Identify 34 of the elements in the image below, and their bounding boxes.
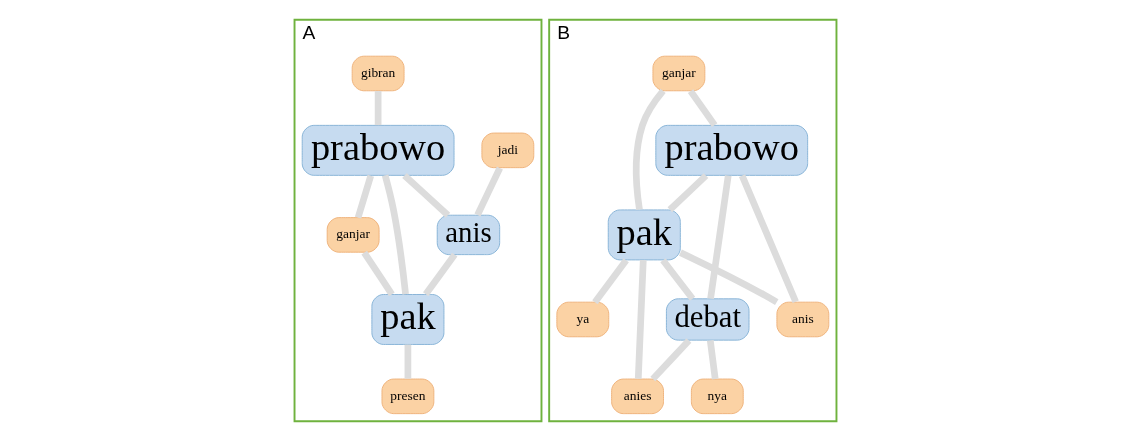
connector bbox=[667, 173, 709, 213]
connector bbox=[592, 258, 629, 305]
node-box: anies bbox=[611, 378, 664, 415]
node-box: pak bbox=[607, 209, 681, 261]
node-box: pak bbox=[371, 294, 445, 345]
connector bbox=[707, 175, 732, 300]
node-box: prabowo bbox=[655, 124, 809, 176]
node-box: ya bbox=[556, 301, 610, 338]
connector bbox=[354, 174, 374, 219]
node-box: anis bbox=[436, 214, 501, 256]
node-box: jadi bbox=[481, 132, 535, 169]
connector bbox=[402, 172, 451, 218]
node-box: ganjar bbox=[652, 55, 706, 92]
connector bbox=[706, 340, 719, 380]
connector bbox=[650, 338, 692, 382]
connector bbox=[474, 166, 503, 217]
connector bbox=[687, 89, 718, 128]
node-box: presen bbox=[381, 378, 435, 415]
connector bbox=[381, 174, 409, 295]
node-box: debat bbox=[665, 298, 750, 341]
connector bbox=[632, 88, 666, 211]
connector bbox=[404, 344, 412, 379]
node-box: ganjar bbox=[326, 217, 380, 253]
node-box: anis bbox=[776, 301, 830, 338]
connector bbox=[634, 259, 647, 379]
connector bbox=[738, 174, 799, 304]
connector bbox=[679, 249, 779, 306]
node-box: gibran bbox=[351, 55, 405, 92]
connector bbox=[423, 252, 458, 297]
connector bbox=[361, 250, 395, 297]
node-box: nya bbox=[690, 378, 744, 415]
connector bbox=[660, 258, 696, 301]
node-box: prabowo bbox=[301, 124, 455, 176]
connector bbox=[374, 91, 382, 126]
